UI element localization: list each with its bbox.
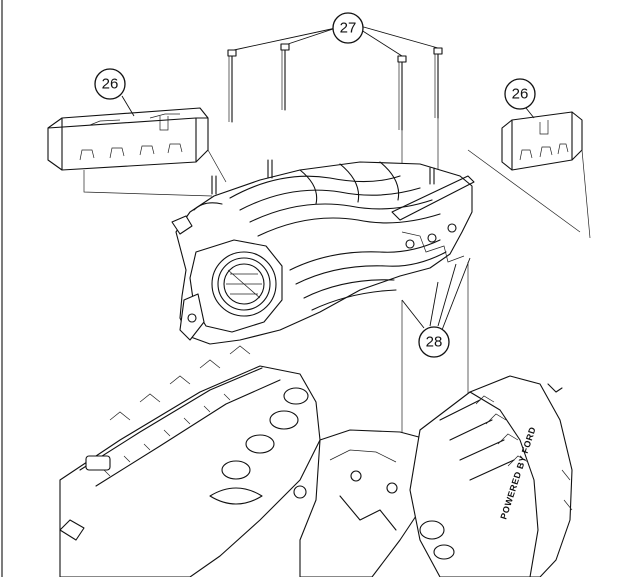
bolt-3 [397,55,407,131]
leaders-bolts [233,25,439,57]
bolt-2 [280,43,290,111]
svg-text:28: 28 [426,334,443,351]
callout-26-right: 26 [504,78,536,110]
leaders-gaskets [401,257,471,331]
callout-26-left: 26 [94,68,126,100]
bolt-1 [227,49,237,123]
throttle-body [179,239,283,341]
fuel-rail-cover-right [501,111,583,171]
fuel-rail-cover-left [47,107,209,171]
leader-cover-left [121,95,135,117]
leader-cover-right [525,107,535,119]
bolt-4 [433,47,443,119]
callout-27: 27 [332,12,364,44]
svg-text:26: 26 [512,86,529,103]
alignment-line-left-cover [83,149,227,197]
alignment-line-right-cover [467,149,591,239]
manifold-bolts [227,43,443,131]
callout-28: 28 [418,326,450,358]
svg-text:27: 27 [340,20,357,37]
svg-text:26: 26 [102,76,119,93]
engine-block [59,345,573,577]
